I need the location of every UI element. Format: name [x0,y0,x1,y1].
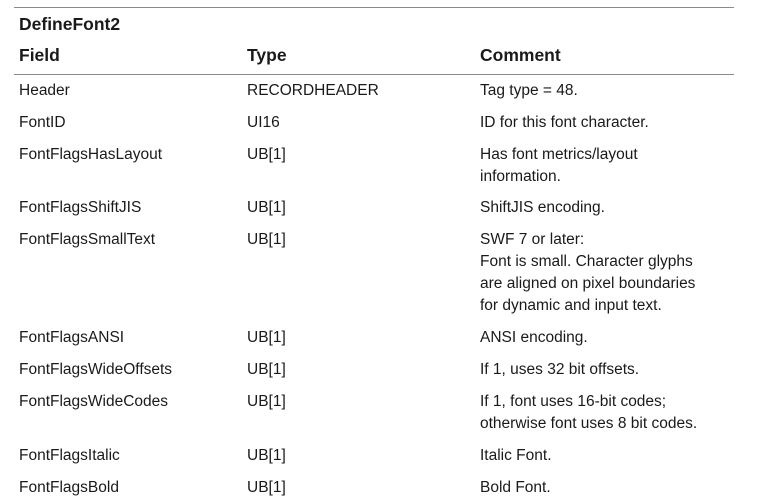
type-cell: UB[1] [247,479,286,496]
table-row: FontFlagsWideCodes UB[1] If 1, font uses… [14,386,734,440]
table-row: FontFlagsSmallText UB[1] SWF 7 or later:… [14,224,734,322]
field-cell: FontID [19,114,66,131]
type-cell: UB[1] [247,393,286,410]
table-row: FontFlagsItalic UB[1] Italic Font. [14,440,734,472]
type-cell: UB[1] [247,361,286,378]
header-type: Type [247,45,287,65]
type-cell: RECORDHEADER [247,82,379,99]
comment-cell: ShiftJIS encoding. [480,199,605,216]
comment-cell: If 1, font uses 16-bit codes; otherwise … [480,393,698,432]
comment-cell: Tag type = 48. [480,82,578,99]
field-cell: Header [19,82,70,99]
header-comment: Comment [480,45,561,65]
table-title: DefineFont2 [19,14,121,34]
type-cell: UI16 [247,114,280,131]
type-cell: UB[1] [247,329,286,346]
field-cell: FontFlagsBold [19,479,119,496]
comment-cell: Italic Font. [480,447,552,464]
type-cell: UB[1] [247,199,286,216]
field-cell: FontFlagsShiftJIS [19,199,142,216]
table-row: FontFlagsWideOffsets UB[1] If 1, uses 32… [14,354,734,386]
type-cell: UB[1] [247,146,286,163]
table-header-row: Field Type Comment [14,35,734,75]
table-row: FontFlagsANSI UB[1] ANSI encoding. [14,322,734,354]
definefont2-table: DefineFont2 Field Type Comment Header RE… [14,7,734,504]
table-row: FontFlagsBold UB[1] Bold Font. [14,472,734,504]
comment-cell: Bold Font. [480,479,551,496]
comment-cell: ANSI encoding. [480,329,588,346]
table-row: FontFlagsShiftJIS UB[1] ShiftJIS encodin… [14,192,734,224]
field-cell: FontFlagsSmallText [19,231,156,248]
comment-cell: SWF 7 or later: Font is small. Character… [480,231,696,314]
table-row: FontID UI16 ID for this font character. [14,107,734,139]
field-cell: FontFlagsANSI [19,329,125,346]
field-cell: FontFlagsHasLayout [19,146,163,163]
comment-cell: ID for this font character. [480,114,649,131]
field-cell: FontFlagsWideOffsets [19,361,173,378]
table-row: Header RECORDHEADER Tag type = 48. [14,75,734,107]
type-cell: UB[1] [247,447,286,464]
header-field: Field [19,45,60,65]
field-cell: FontFlagsWideCodes [19,393,169,410]
type-cell: UB[1] [247,231,286,248]
comment-cell: If 1, uses 32 bit offsets. [480,361,640,378]
comment-cell: Has font metrics/layout information. [480,146,638,185]
field-cell: FontFlagsItalic [19,447,120,464]
table-row: FontFlagsHasLayout UB[1] Has font metric… [14,139,734,192]
